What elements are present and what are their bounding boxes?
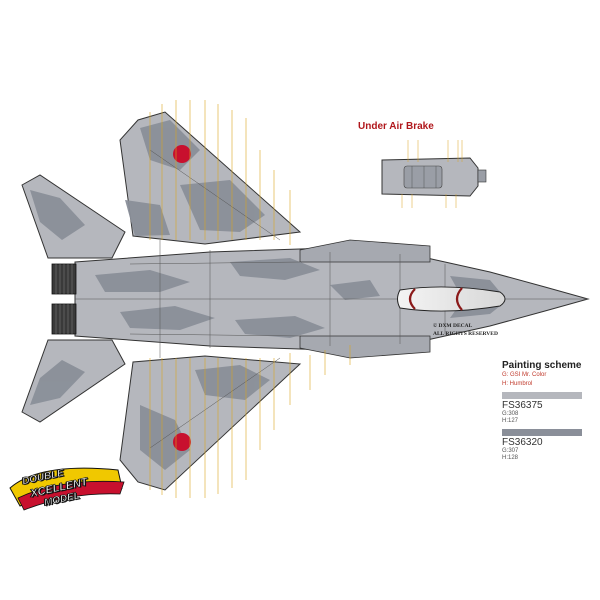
legend-key-humbrol: H: Humbrol (502, 380, 533, 387)
logo-badge (9, 467, 125, 511)
rights-line: ALL RIGHTS RESERVED (433, 331, 498, 337)
decal-callout-lines (149, 100, 351, 498)
lower-hinomaru (173, 433, 191, 451)
fs-code: FS36320 (502, 437, 543, 448)
copyright-notice: © DXM DECAL ALL RIGHTS RESERVED (433, 322, 498, 338)
legend-key-gsi: G: GSI Mr. Color (502, 372, 547, 378)
aircraft-planform (21, 111, 590, 491)
humbrol-code: H:127 (502, 418, 519, 424)
legend-title: Painting scheme (502, 360, 582, 371)
copyright-line: © DXM DECAL (433, 323, 473, 329)
painting-scheme-legend: Painting scheme G: GSI Mr. Color H: Humb… (502, 360, 598, 462)
fs-code: FS36375 (502, 400, 543, 411)
gsi-code: G:307 (502, 448, 519, 454)
canopy-frame (408, 287, 463, 311)
upper-hinomaru (173, 145, 191, 163)
lower-intake (299, 335, 431, 359)
brand-logo: DOUBLE XCELLENT MODEL (8, 467, 126, 510)
color-swatch-fs36320 (502, 429, 582, 436)
upper-intake (299, 239, 431, 263)
engine-exhausts (51, 263, 77, 335)
canopy (397, 286, 506, 312)
color-swatch-fs36375 (502, 392, 582, 399)
air-brake-inset (381, 140, 487, 208)
gsi-code: G:308 (502, 411, 519, 417)
humbrol-code: H:128 (502, 455, 519, 461)
air-brake-title: Under Air Brake (358, 121, 434, 132)
